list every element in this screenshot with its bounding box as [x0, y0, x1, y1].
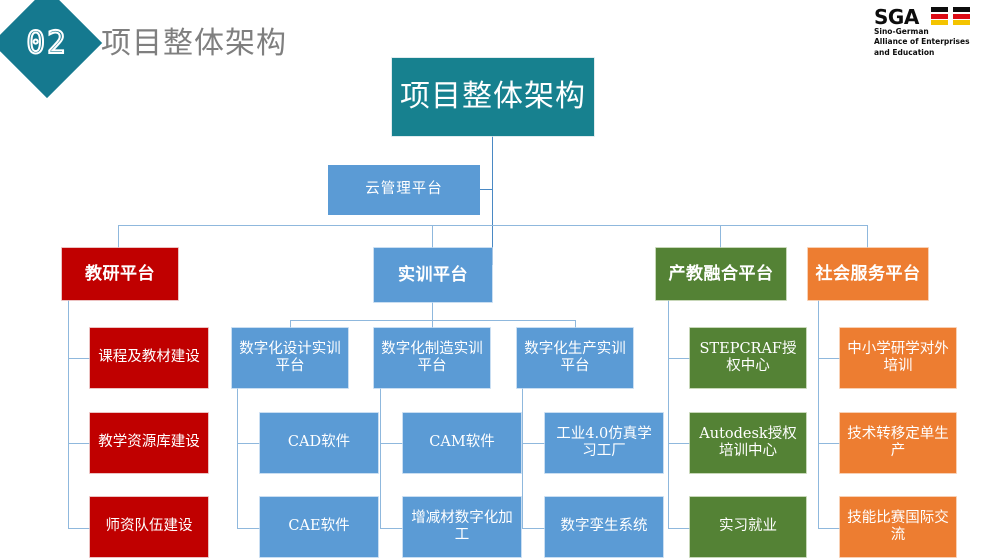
connector-green-spine	[668, 300, 670, 529]
logo-wordmark: SGA	[874, 5, 919, 29]
connector-drop-blue	[432, 225, 434, 248]
node-digital-production-training-platform[interactable]: 数字化生产实训平台	[517, 328, 633, 388]
node-autodesk-authorized-training-center[interactable]: Autodesk授权培训中心	[690, 413, 806, 473]
node-stepcraf-authorization-center[interactable]: STEPCRAF授权中心	[690, 328, 806, 388]
node-category-teaching-research[interactable]: 教研平台	[62, 248, 178, 300]
slide-header: 02 项目整体架构 SGA Sino-German Alliance of En…	[0, 0, 1007, 99]
connector-blue-c-stub-2	[522, 528, 545, 530]
node-category-social-service[interactable]: 社会服务平台	[808, 248, 928, 300]
logo-tagline: Sino-German Alliance of Enterprises and …	[874, 27, 999, 58]
connector-red-spine	[68, 300, 70, 529]
connector-orange-stub-2	[818, 443, 841, 445]
connector-orange-spine	[818, 300, 820, 529]
connector-orange-stub-1	[818, 358, 841, 360]
node-category-industry-education-integration[interactable]: 产教融合平台	[656, 248, 786, 300]
connector-blue-down	[432, 302, 434, 321]
node-k12-research-study-external-training[interactable]: 中小学研学对外培训	[840, 328, 956, 388]
connector-drop-red	[118, 225, 120, 248]
node-cad-software[interactable]: CAD软件	[260, 413, 378, 473]
connector-blue-b-stub-2	[380, 528, 403, 530]
connector-blue-b-spine	[380, 388, 382, 529]
connector-green-stub-3	[668, 528, 691, 530]
page-title: 项目整体架构	[101, 26, 287, 61]
connector-blue-drop-b	[432, 320, 434, 329]
german-flag-icon-left	[931, 7, 948, 25]
connector-red-stub-3	[68, 528, 91, 530]
brand-logo: SGA Sino-German Alliance of Enterprises …	[874, 5, 999, 57]
connector-orange-stub-3	[818, 528, 841, 530]
connector-drop-orange	[867, 225, 869, 248]
node-cae-software[interactable]: CAE软件	[260, 497, 378, 557]
connector-drop-green	[720, 225, 722, 248]
connector-green-stub-1	[668, 358, 691, 360]
logo-tagline-line-3: and Education	[874, 47, 935, 57]
connector-level3-bus	[118, 225, 868, 227]
node-additive-subtractive-digital-machining[interactable]: 增减材数字化加工	[403, 497, 521, 557]
connector-blue-c-spine	[522, 388, 524, 529]
node-internship-employment[interactable]: 实习就业	[690, 497, 806, 557]
node-teaching-resource-library[interactable]: 教学资源库建设	[90, 413, 208, 473]
connector-red-stub-2	[68, 443, 91, 445]
connector-blue-drop-c	[575, 320, 577, 329]
connector-blue-a-spine	[237, 388, 239, 529]
node-root-project-architecture[interactable]: 项目整体架构	[392, 58, 594, 136]
section-number: 02	[8, 4, 86, 82]
connector-cloud-stub	[480, 189, 493, 191]
connector-blue-c-stub-1	[522, 443, 545, 445]
connector-blue-b-stub-1	[380, 443, 403, 445]
connector-root-spine	[492, 135, 494, 265]
node-faculty-team-development[interactable]: 师资队伍建设	[90, 497, 208, 557]
node-cloud-management-platform[interactable]: 云管理平台	[328, 165, 480, 215]
connector-blue-a-stub-1	[237, 443, 260, 445]
connector-green-stub-2	[668, 443, 691, 445]
connector-red-stub-1	[68, 358, 91, 360]
node-digital-design-training-platform[interactable]: 数字化设计实训平台	[232, 328, 348, 388]
node-category-training-platform[interactable]: 实训平台	[374, 248, 492, 302]
node-curriculum-and-textbook-development[interactable]: 课程及教材建设	[90, 328, 208, 388]
german-flag-icon-right	[953, 7, 970, 25]
connector-blue-a-stub-2	[237, 528, 260, 530]
node-industry-40-simulation-learning-factory[interactable]: 工业4.0仿真学习工厂	[545, 413, 663, 473]
logo-tagline-line-1: Sino-German	[874, 27, 929, 36]
node-digital-manufacturing-training-platform[interactable]: 数字化制造实训平台	[374, 328, 490, 388]
logo-tagline-line-2: Alliance of Enterprises	[874, 37, 970, 47]
node-skills-competition-international-exchange[interactable]: 技能比赛国际交流	[840, 497, 956, 557]
node-technology-transfer-custom-production[interactable]: 技术转移定单生产	[840, 413, 956, 473]
section-number-text: 02	[25, 24, 68, 62]
connector-blue-drop-a	[290, 320, 292, 329]
node-digital-twin-system[interactable]: 数字孪生系统	[545, 497, 663, 557]
node-cam-software[interactable]: CAM软件	[403, 413, 521, 473]
